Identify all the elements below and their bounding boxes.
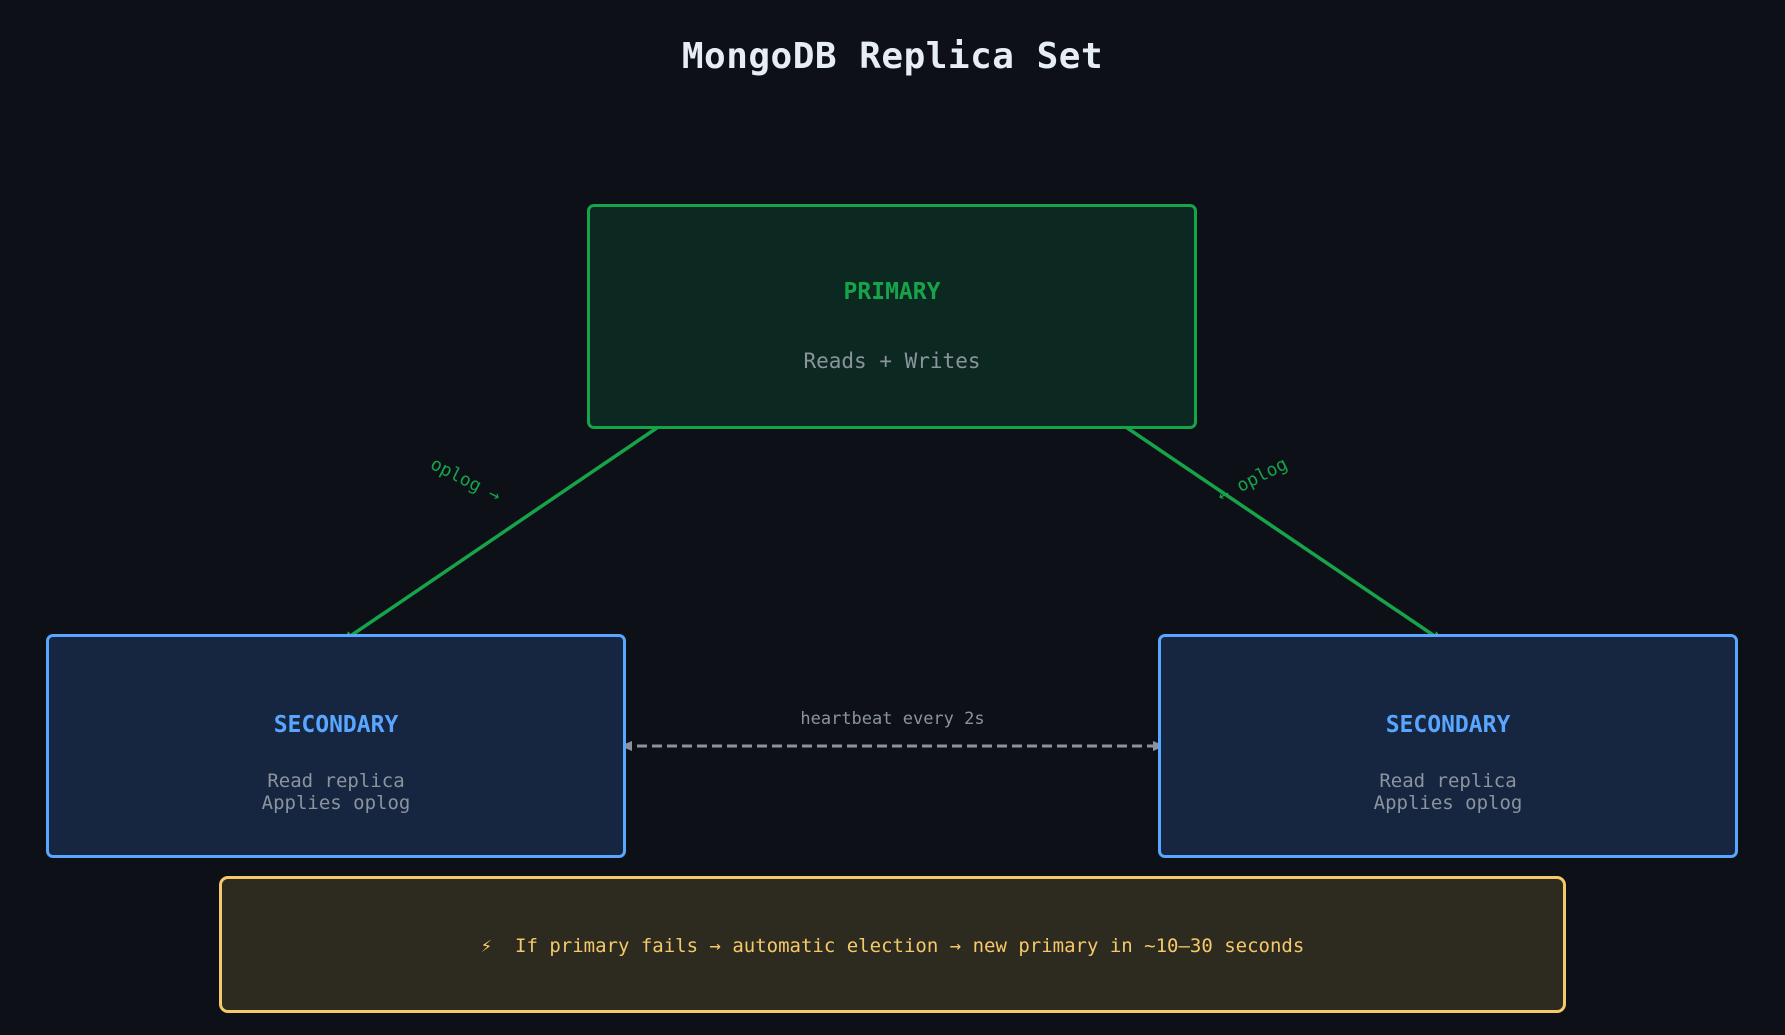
secondary-role: SECONDARY [1385, 712, 1511, 738]
primary-description: Reads + Writes [803, 349, 981, 373]
secondary-node-right[interactable]: SECONDARY Read replica Applies oplog [1158, 634, 1738, 858]
failover-note-text: ⚡ If primary fails → automatic election … [222, 935, 1563, 957]
secondary-description-line: Read replica [1379, 770, 1517, 792]
oplog-label-right: ← oplog [1214, 454, 1291, 507]
secondary-description: Read replica Applies oplog [49, 770, 623, 814]
diagram-title: MongoDB Replica Set [681, 36, 1104, 77]
failover-note-message: If primary fails → automatic election → … [515, 935, 1305, 957]
secondary-description-line: Read replica [267, 770, 405, 792]
secondary-node-left[interactable]: SECONDARY Read replica Applies oplog [46, 634, 626, 858]
oplog-arrow-left [341, 417, 671, 643]
secondary-description: Read replica Applies oplog [1161, 770, 1735, 814]
oplog-arrow-right [1113, 417, 1444, 643]
lightning-icon: ⚡ [480, 935, 493, 957]
secondary-description-line: Applies oplog [261, 792, 411, 814]
secondary-description-line: Applies oplog [1373, 792, 1523, 814]
heartbeat-label: heartbeat every 2s [800, 709, 985, 729]
failover-note: ⚡ If primary fails → automatic election … [219, 876, 1566, 1013]
secondary-role: SECONDARY [273, 712, 399, 738]
primary-node[interactable]: PRIMARY Reads + Writes [587, 204, 1197, 429]
primary-role: PRIMARY [843, 279, 941, 305]
oplog-label-left: oplog → [427, 454, 504, 507]
